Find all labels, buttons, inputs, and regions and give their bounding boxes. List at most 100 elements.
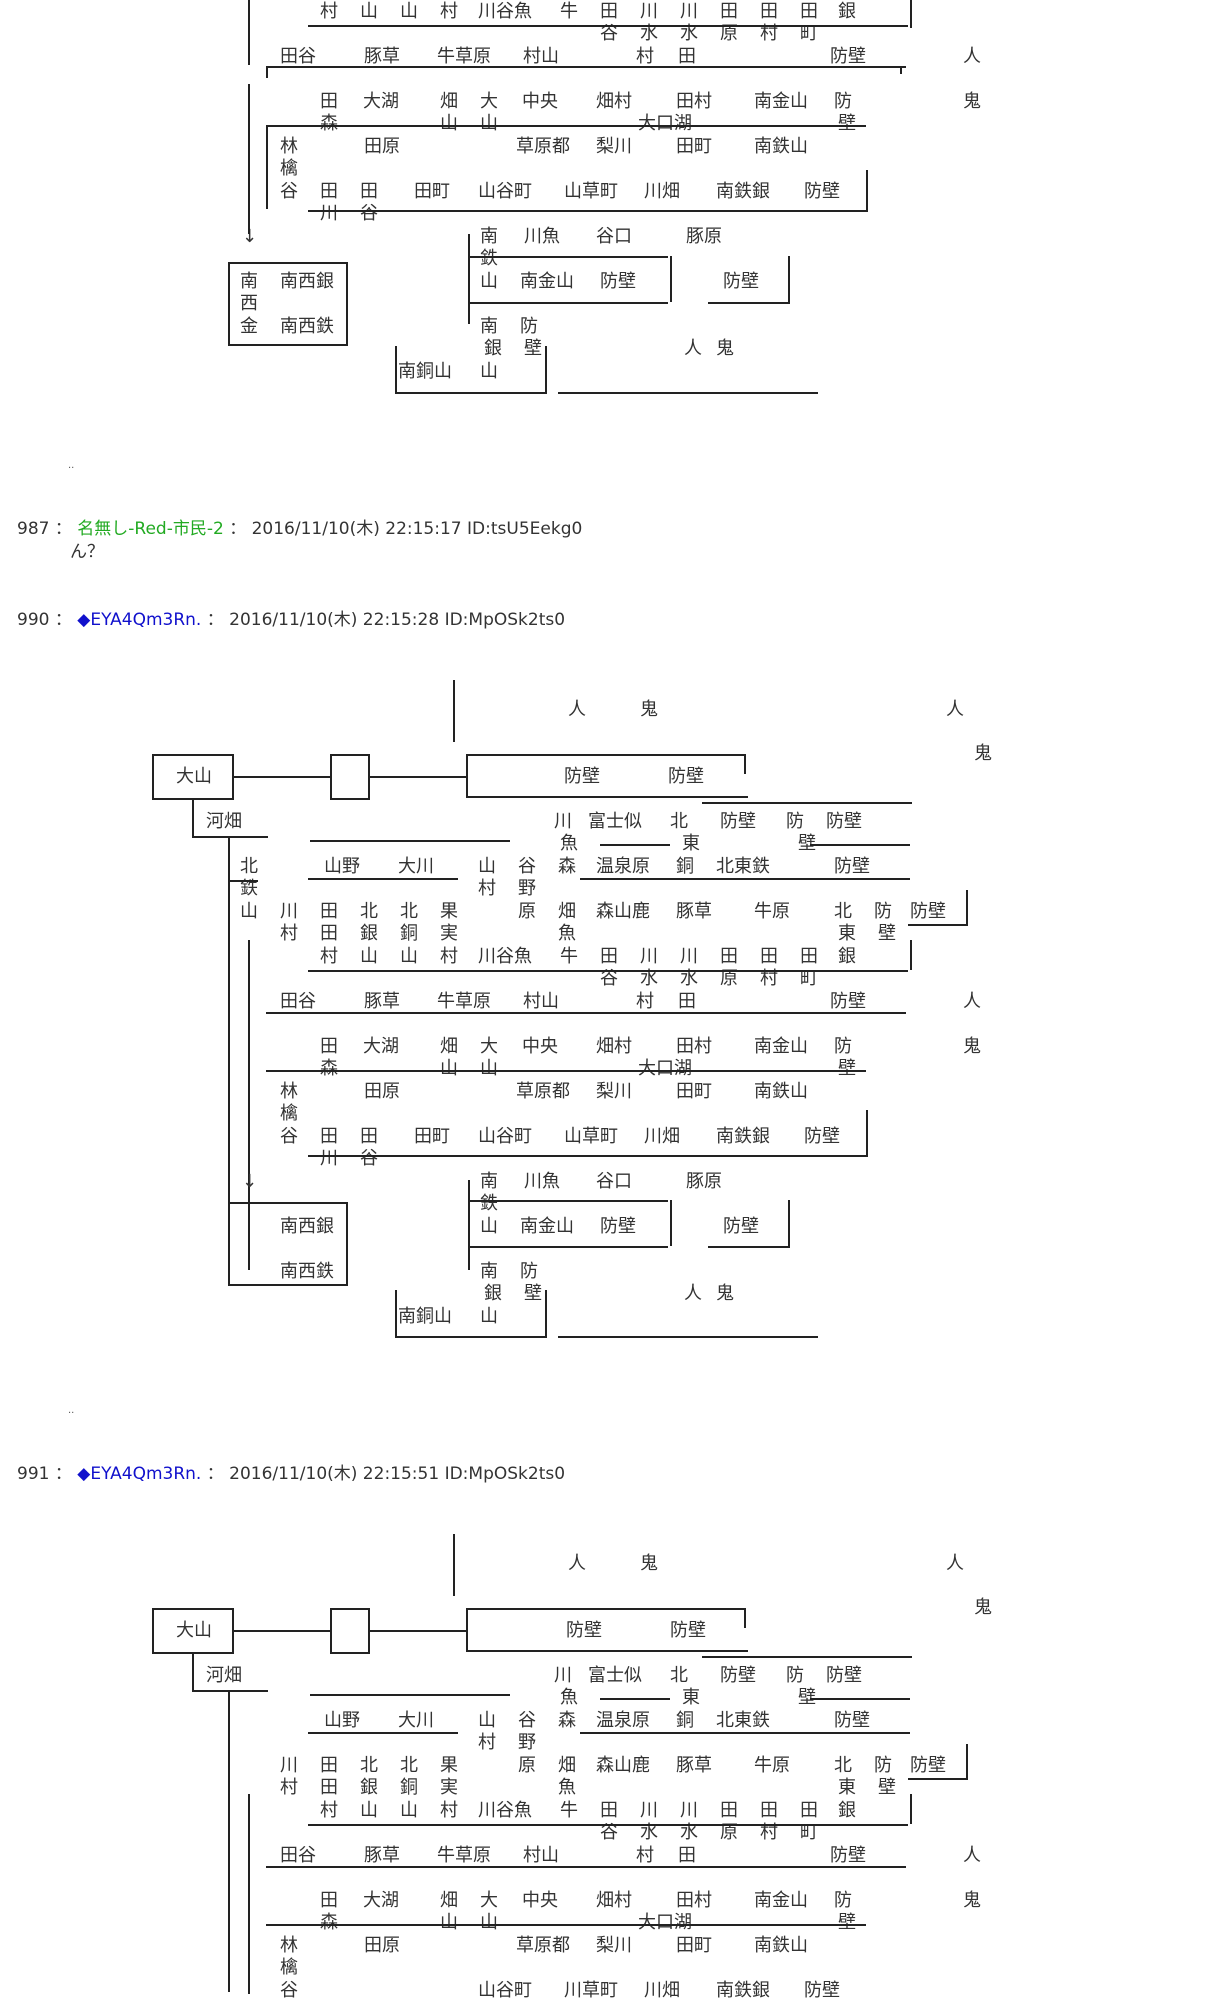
- map-label: 田: [320, 1777, 338, 1798]
- map-label: 壁: [524, 1283, 542, 1304]
- map-label: 南: [480, 316, 498, 337]
- map-label: 山: [240, 901, 258, 922]
- map-label: 中央: [522, 1890, 558, 1911]
- map-label: 田: [678, 991, 696, 1012]
- post-author[interactable]: 名無し-Red-市民-2: [77, 519, 224, 539]
- map-label: 山谷町: [478, 1126, 532, 1147]
- map-label: 南西鉄: [280, 316, 334, 337]
- map-label: 林: [280, 1081, 298, 1102]
- map-label: 田: [678, 46, 696, 67]
- map-label: 川草町: [564, 1980, 618, 2001]
- map-label: 山: [480, 1306, 498, 1327]
- map-label: 原: [518, 901, 536, 922]
- map-label: 防壁: [834, 856, 870, 877]
- map-label: 谷: [600, 23, 618, 44]
- map-label: 川: [280, 1755, 298, 1776]
- map-label: 牛草原: [437, 991, 491, 1012]
- post-body: ん？: [70, 542, 104, 562]
- map-label: 田: [760, 1, 778, 22]
- map-label: 村山: [523, 46, 559, 67]
- post-number: 990: [17, 610, 50, 630]
- map-label: 山野: [324, 1710, 360, 1731]
- map-label: 山野: [324, 856, 360, 877]
- post-number: 987: [17, 519, 50, 539]
- map-label: 川畑: [644, 1980, 680, 2001]
- map-label: 壁: [838, 1912, 856, 1933]
- map-label: 魚: [558, 923, 576, 944]
- map-label: 豚原: [686, 1171, 722, 1192]
- map-label: 山: [480, 1216, 498, 1237]
- map-label: 草原都: [516, 1081, 570, 1102]
- map-label: 南金山: [754, 1036, 808, 1057]
- map-label: 防壁: [910, 901, 946, 922]
- map-label: 檎: [280, 1957, 298, 1978]
- map-label: 村山: [523, 1845, 559, 1866]
- map-label: 防: [786, 811, 804, 832]
- map-label: 人: [963, 1845, 981, 1866]
- map-label: 梨川: [596, 136, 632, 157]
- map-label: 山: [440, 1058, 458, 1079]
- map-label: 大川: [398, 1710, 434, 1731]
- map-label: 田: [320, 901, 338, 922]
- map-label: 防壁: [826, 811, 862, 832]
- map-label: 田: [800, 1800, 818, 1821]
- post-author[interactable]: ◆EYA4Qm3Rn.: [77, 1464, 202, 1484]
- post-id[interactable]: ID:tsU5Eekg0: [467, 519, 583, 539]
- map-label: 水: [640, 968, 658, 989]
- map-label: 谷: [600, 968, 618, 989]
- map-label: 川魚: [524, 1171, 560, 1192]
- ellipsis-marker: ..: [68, 1405, 75, 1416]
- post-header: 990 ： ◆EYA4Qm3Rn. ： 2016/11/10(木) 22:15:…: [17, 609, 565, 631]
- map-label: 防: [834, 1890, 852, 1911]
- map-label: 防壁: [804, 1980, 840, 2001]
- map-label: 壁: [838, 1058, 856, 1079]
- post-id[interactable]: ID:MpOSk2ts0: [444, 1464, 566, 1484]
- map-label: 南鉄銀: [716, 181, 770, 202]
- map-label: 田: [800, 946, 818, 967]
- map-label: 銅: [676, 1710, 694, 1731]
- map-label: 村: [320, 946, 338, 967]
- map-label: 村: [280, 1777, 298, 1798]
- map-label: 牛草原: [437, 1845, 491, 1866]
- map-label: 南鉄銀: [716, 1980, 770, 2001]
- map-label: 南西銀: [280, 271, 334, 292]
- map-label: 牛: [560, 1800, 578, 1821]
- map-label: 田町: [676, 1081, 712, 1102]
- map-label: 人: [963, 991, 981, 1012]
- map-label: 壁: [798, 1687, 816, 1708]
- map-label: 鬼: [974, 1597, 992, 1618]
- map-label: 大湖: [363, 1890, 399, 1911]
- post-id[interactable]: ID:MpOSk2ts0: [444, 610, 566, 630]
- map-label: 田: [320, 1126, 338, 1147]
- map-label: 川: [680, 946, 698, 967]
- map-label: 田町: [414, 1126, 450, 1147]
- map-label: 南西鉄: [280, 1261, 334, 1282]
- map-label: 防壁: [723, 1216, 759, 1237]
- map-label: 大: [480, 1036, 498, 1057]
- map-label: 川: [680, 1, 698, 22]
- map-label: 防: [874, 901, 892, 922]
- post-datetime: 2016/11/10(木) 22:15:51: [229, 1464, 440, 1484]
- map-label: 防: [520, 1261, 538, 1282]
- map-label: 北: [834, 901, 852, 922]
- map-label: 谷: [518, 1710, 536, 1731]
- map-label: 田: [320, 923, 338, 944]
- map-label: 壁: [878, 923, 896, 944]
- map-label: 防壁: [834, 1710, 870, 1731]
- map-label: 村: [636, 1845, 654, 1866]
- map-label: 水: [680, 23, 698, 44]
- map-label: 田: [320, 1755, 338, 1776]
- post-author[interactable]: ◆EYA4Qm3Rn.: [77, 610, 202, 630]
- map-label: 草原都: [516, 136, 570, 157]
- map-label: 森山鹿: [596, 1755, 650, 1776]
- map-label: 田谷: [280, 1845, 316, 1866]
- map-label: 鬼: [640, 699, 658, 720]
- map-label: 田原: [364, 1935, 400, 1956]
- map-label: 南金山: [520, 271, 574, 292]
- map-label: 畑村: [596, 1036, 632, 1057]
- map-label: 豚草: [676, 1755, 712, 1776]
- map-label: 村: [760, 23, 778, 44]
- map-label: 人: [568, 699, 586, 720]
- map-label: 川谷魚: [478, 946, 532, 967]
- map-label: 畑村: [596, 91, 632, 112]
